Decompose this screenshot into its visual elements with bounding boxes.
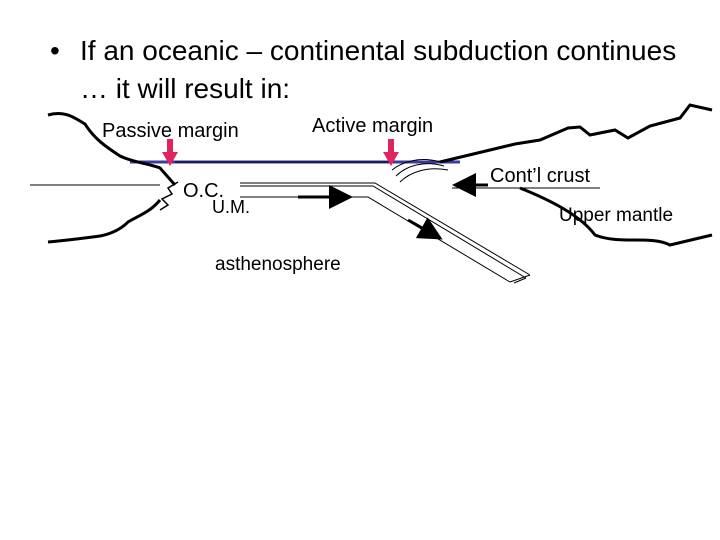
slide-bullet-text: If an oceanic – continental subduction c… <box>80 35 677 104</box>
slab-top-line-inner <box>240 185 527 279</box>
slab-end-inner <box>513 277 527 284</box>
slab-bottom-line <box>240 196 511 283</box>
right-continent-top-outline <box>439 103 713 164</box>
passive-margin-arrow <box>162 139 178 166</box>
left-continent-bottom-outline <box>47 199 162 244</box>
left-margin-break <box>159 181 179 211</box>
passive-margin-label: Passive margin <box>102 120 239 142</box>
slide-bullet: • If an oceanic – continental subduction… <box>50 32 692 108</box>
accretionary-folds <box>391 159 449 183</box>
upper-mantle-label: Upper mantle <box>559 205 674 226</box>
left-continent-top-outline <box>47 111 177 186</box>
active-margin-label: Active margin <box>312 115 434 137</box>
slab-motion-arrow <box>407 217 443 240</box>
active-margin-arrow <box>383 139 399 166</box>
asthenosphere-label: asthenosphere <box>215 254 341 275</box>
slab-end <box>509 274 531 283</box>
upper-mantle-short-label: U.M. <box>212 197 250 217</box>
continental-crust-label: Cont’l crust <box>490 165 591 187</box>
right-continent-bottom-outline <box>519 186 713 247</box>
slab-top-line <box>240 182 531 276</box>
bullet-glyph: • <box>50 35 60 66</box>
oceanic-crust-label: O.C. <box>183 180 225 202</box>
